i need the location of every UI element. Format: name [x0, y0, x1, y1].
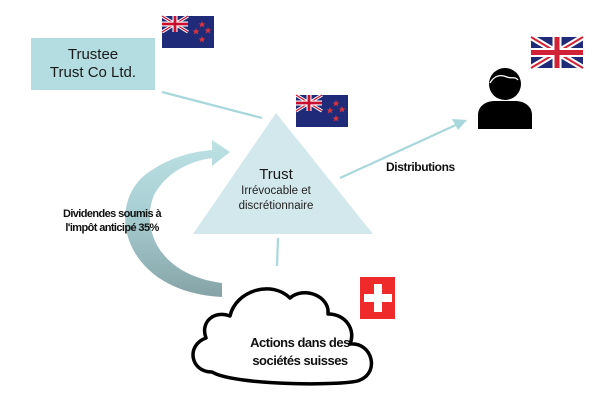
dividends-label: Dividendes soumis à l'impôt anticipé 35% — [52, 207, 172, 235]
shares-label-line1: Actions dans des — [250, 335, 350, 350]
dividends-curved-arrow — [125, 140, 230, 297]
trust-subtitle: Irrévocable et discrétionnaire — [206, 184, 346, 214]
trustee-label-line1: Trustee — [67, 46, 119, 63]
shares-label: Actions dans des sociétés suisses — [225, 334, 375, 370]
trust-shares-connector-line — [275, 237, 280, 267]
trust-title: Trust — [259, 166, 293, 183]
united-kingdom-flag — [529, 34, 585, 71]
beneficiary-person-icon — [478, 68, 532, 129]
switzerland-flag — [360, 277, 395, 319]
distributions-arrowhead — [452, 119, 467, 130]
trustee-box — [31, 38, 155, 90]
trust-triangle — [193, 113, 373, 234]
shares-label-line2: sociétés suisses — [252, 353, 348, 368]
distributions-label: Distributions — [386, 160, 455, 174]
trustee-connector-line — [161, 90, 263, 120]
trustee-label: Trustee Trust Co Ltd. — [31, 46, 155, 82]
dividends-label-line1: Dividendes soumis à — [62, 208, 162, 220]
distributions-arrow-line — [339, 122, 459, 180]
trust-new-zealand-flag — [296, 95, 348, 127]
trust-subtitle-line1: Irrévocable et — [241, 185, 311, 197]
trustee-label-line2: Trust Co Ltd. — [49, 64, 137, 81]
trust-subtitle-line2: discrétionnaire — [238, 200, 314, 212]
dividends-label-line2: l'impôt anticipé 35% — [65, 222, 159, 234]
trustee-new-zealand-flag — [162, 16, 214, 48]
swiss-shares-cloud — [191, 287, 374, 386]
